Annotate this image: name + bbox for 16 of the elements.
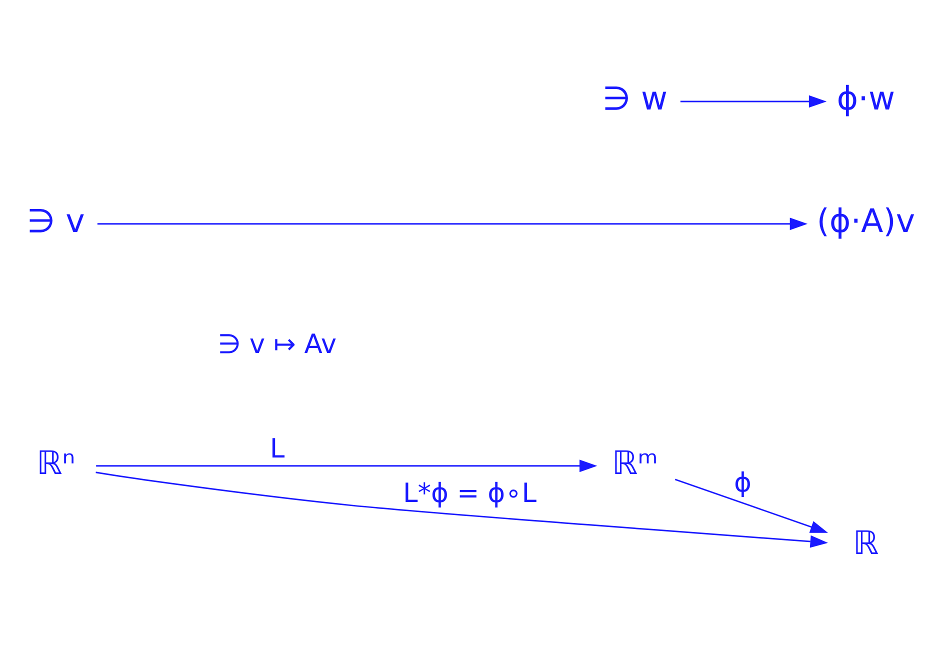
label: ∋ v ↦ Av	[218, 328, 337, 360]
arrow	[97, 218, 808, 230]
node-text: ϕ·w	[836, 80, 896, 118]
arrow	[680, 95, 827, 108]
node-text: ∋ v	[27, 202, 85, 240]
edge-label: ϕ	[734, 468, 752, 499]
node-text: ℝᵐ	[612, 444, 658, 482]
arrow	[96, 472, 828, 548]
edge-label: L*ϕ = ϕ∘L	[402, 478, 537, 509]
arrow	[674, 478, 828, 533]
arrow	[96, 460, 598, 472]
node-text: (ϕ·A)v	[816, 202, 916, 240]
edge-label: L	[270, 434, 285, 465]
node-text: ℝ	[853, 524, 879, 562]
node-text: ℝⁿ	[36, 444, 76, 482]
node-text: ∋ w	[602, 80, 668, 118]
